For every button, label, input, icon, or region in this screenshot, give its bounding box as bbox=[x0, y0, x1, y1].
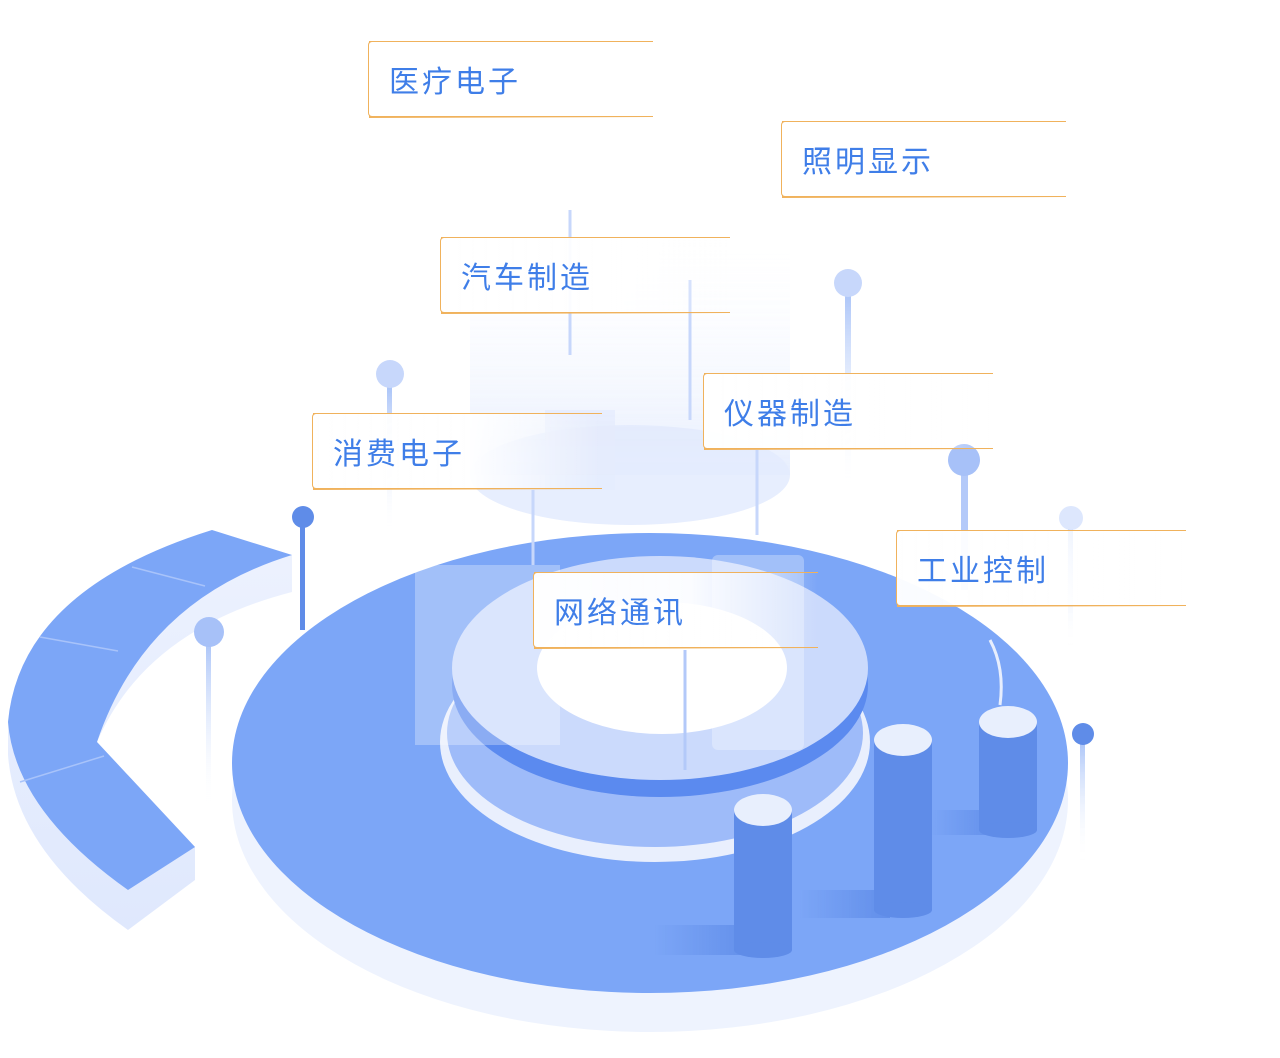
pin-left-2 bbox=[292, 506, 314, 630]
label-automotive-manufacturing-text: 汽车制造 bbox=[461, 261, 593, 296]
small-cylinders bbox=[655, 706, 1037, 958]
label-lighting-display: 照明显示 bbox=[781, 120, 1066, 198]
label-automotive-manufacturing: 汽车制造 bbox=[440, 236, 730, 314]
label-consumer-electronics-text: 消费电子 bbox=[333, 437, 465, 472]
label-medical-electronics-text: 医疗电子 bbox=[389, 65, 521, 100]
label-network-communication: 网络通讯 bbox=[533, 571, 818, 649]
cylinder-back bbox=[930, 706, 1037, 838]
label-industrial-control: 工业控制 bbox=[896, 529, 1186, 607]
label-instrument-manufacturing: 仪器制造 bbox=[703, 372, 993, 450]
label-network-communication-text: 网络通讯 bbox=[554, 596, 686, 631]
label-industrial-control-text: 工业控制 bbox=[917, 554, 1049, 589]
pin-left bbox=[194, 617, 224, 810]
label-medical-electronics: 医疗电子 bbox=[368, 40, 653, 118]
label-consumer-electronics: 消费电子 bbox=[312, 412, 602, 490]
left-arc-segment bbox=[8, 530, 292, 930]
label-instrument-manufacturing-text: 仪器制造 bbox=[724, 397, 856, 432]
label-lighting-display-text: 照明显示 bbox=[802, 145, 934, 180]
cylinder-front bbox=[655, 794, 792, 958]
cylinder-middle bbox=[800, 724, 932, 918]
pin-right bbox=[1072, 723, 1094, 860]
